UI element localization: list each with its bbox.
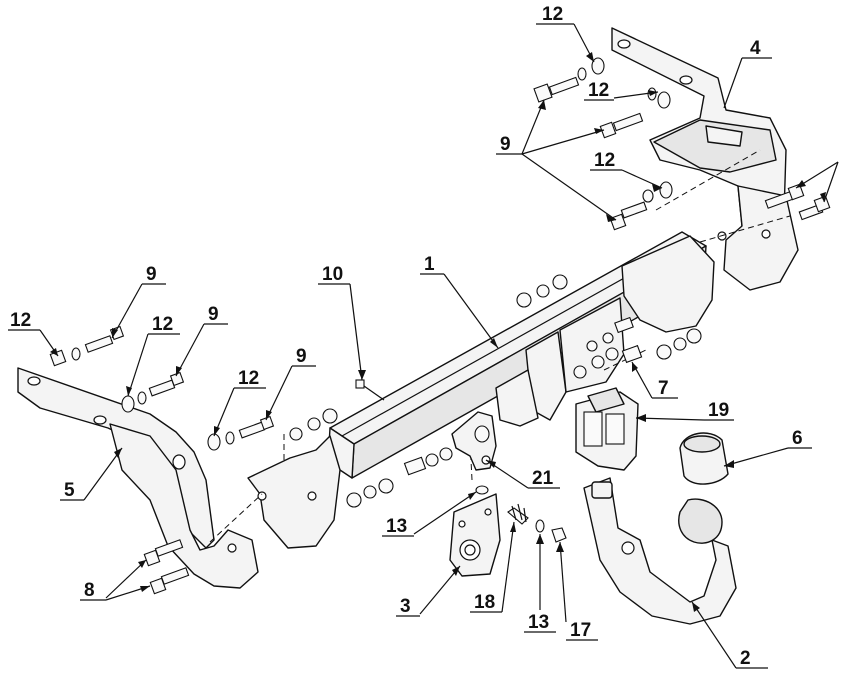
callout-12-upper-mid: 12 [588, 80, 609, 101]
callout-9-left-mid: 9 [208, 304, 219, 325]
callout-3: 3 [400, 596, 411, 617]
callout-17: 17 [570, 620, 591, 641]
callout-13-bottom: 13 [528, 612, 549, 633]
callout-12-left-mid: 12 [152, 314, 173, 335]
callout-8: 8 [84, 580, 95, 601]
callout-12-top: 12 [542, 4, 563, 25]
right-mounting-bracket [611, 27, 799, 291]
leader-lines [8, 23, 839, 669]
callout-12-far-left: 12 [10, 310, 31, 331]
callout-18: 18 [474, 592, 495, 613]
callout-9-left-top: 9 [146, 264, 157, 285]
callout-7: 7 [658, 378, 669, 399]
socket-plate [449, 493, 501, 577]
callout-2: 2 [740, 648, 751, 669]
left-mounting-bracket [17, 367, 259, 589]
callout-1: 1 [424, 254, 435, 275]
left-beam-end-plate [247, 435, 341, 549]
callout-6: 6 [792, 428, 803, 449]
callout-labels: 12 4 12 9 12 10 1 9 12 12 9 9 12 7 19 6 … [10, 4, 803, 669]
callout-4: 4 [750, 38, 761, 59]
callout-12-left-low: 12 [238, 368, 259, 389]
tow-ball-cover [679, 432, 729, 485]
callout-5: 5 [64, 480, 75, 501]
right-beam-end-plate [621, 235, 715, 333]
electrical-socket [575, 387, 639, 471]
callout-9-top: 9 [500, 134, 511, 155]
callout-10: 10 [322, 264, 343, 285]
callout-13-left: 13 [386, 516, 407, 537]
callout-19: 19 [708, 400, 729, 421]
spring-and-washers [475, 485, 567, 543]
callout-9-left-low: 9 [296, 346, 307, 367]
callout-21: 21 [532, 468, 554, 489]
tow-ball-neck [583, 477, 737, 625]
callout-12-right: 12 [594, 150, 615, 171]
hardware [49, 57, 831, 595]
arrowheads [50, 52, 826, 612]
